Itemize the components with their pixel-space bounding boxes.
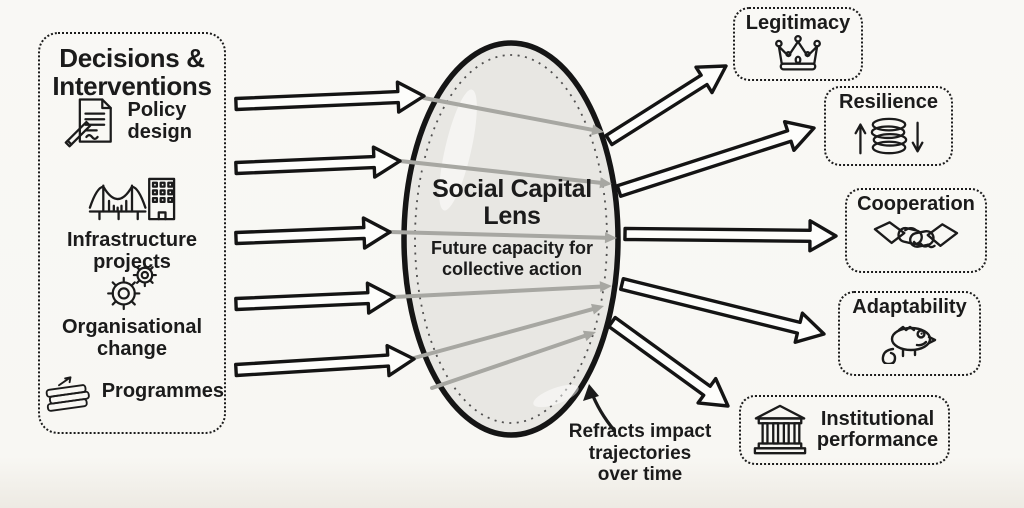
refraction-line-4 [392,284,602,299]
refraction-line-1 [422,96,595,132]
refraction-arrowhead-6 [582,330,596,342]
refraction-arrowhead-4 [599,281,612,293]
refraction-rays [388,96,617,390]
item-label: Organisational change [61,316,203,360]
incoming-arrow-2 [234,145,402,179]
chameleon-icon [881,325,936,364]
outgoing-arrows [604,64,838,408]
handshake-icon [873,221,959,249]
outcome-legitimacy: Legitimacy [733,7,863,81]
item-label: Programmes [101,380,224,403]
outcome-label: Institutional performance [816,408,939,451]
outcome-label: Legitimacy [745,12,851,34]
outcome-label: Adaptability [852,296,967,318]
incoming-arrow-3 [234,216,392,250]
annotation-line: over time [597,464,683,486]
annotation-line: trajectories [588,442,692,464]
refraction-arrowhead-2 [599,177,612,189]
refraction-arrowhead-5 [591,303,604,315]
bridge-building-icon [88,177,176,221]
item-policy-design: Policy design [40,94,224,150]
outcome-institutional-performance: Institutional performance [739,395,950,465]
outcome-adaptability: Adaptability [838,291,981,376]
lens-subtitle: Future capacity for collective action [430,238,594,279]
item-programmes: Programmes [40,366,224,418]
outcome-label: Cooperation [857,193,975,215]
annotation-arrowhead [583,384,599,401]
item-label: Policy design [127,99,192,143]
lens-title: Social Capital Lens [432,175,592,230]
refraction-line-5 [412,307,595,360]
annotation-line: Refracts impact [568,421,712,442]
refraction-line-2 [398,159,603,185]
decisions-interventions-panel: Decisions & Interventions Policy design [38,32,226,434]
outgoing-arrow-5 [607,315,730,408]
lens-highlight-small [533,384,579,408]
incoming-arrow-4 [234,281,396,315]
coil-spring-arrows-icon [854,117,923,155]
incoming-arrow-1 [234,80,426,114]
classical-building-icon [753,404,806,455]
lens-text: Social Capital Lens Future capacity for … [409,176,615,279]
outgoing-arrow-1 [604,64,728,147]
book-stack-icon [45,376,90,412]
outcome-cooperation: Cooperation [845,188,987,273]
incoming-arrows [233,80,426,378]
item-organisational-change: Organisational change [40,260,224,360]
refraction-annotation: Refracts impact trajectories over time [562,421,718,486]
outcome-resilience: Resilience [824,86,953,166]
gears-icon [107,262,157,311]
outgoing-arrow-2 [615,119,816,198]
refraction-line-6 [430,333,587,390]
panel-title: Decisions & Interventions [52,43,212,101]
crown-icon [775,34,821,71]
refraction-arrowhead-1 [591,124,604,136]
incoming-arrow-5 [233,343,416,378]
item-infrastructure-projects: Infrastructure projects [40,173,224,273]
outgoing-arrow-3 [623,219,838,253]
refraction-line-3 [388,230,607,240]
outcome-label: Resilience [839,91,938,113]
refraction-arrowhead-3 [604,232,617,244]
outgoing-arrow-4 [619,277,826,344]
lens-highlight [439,89,477,211]
pen-document-icon [64,98,112,148]
